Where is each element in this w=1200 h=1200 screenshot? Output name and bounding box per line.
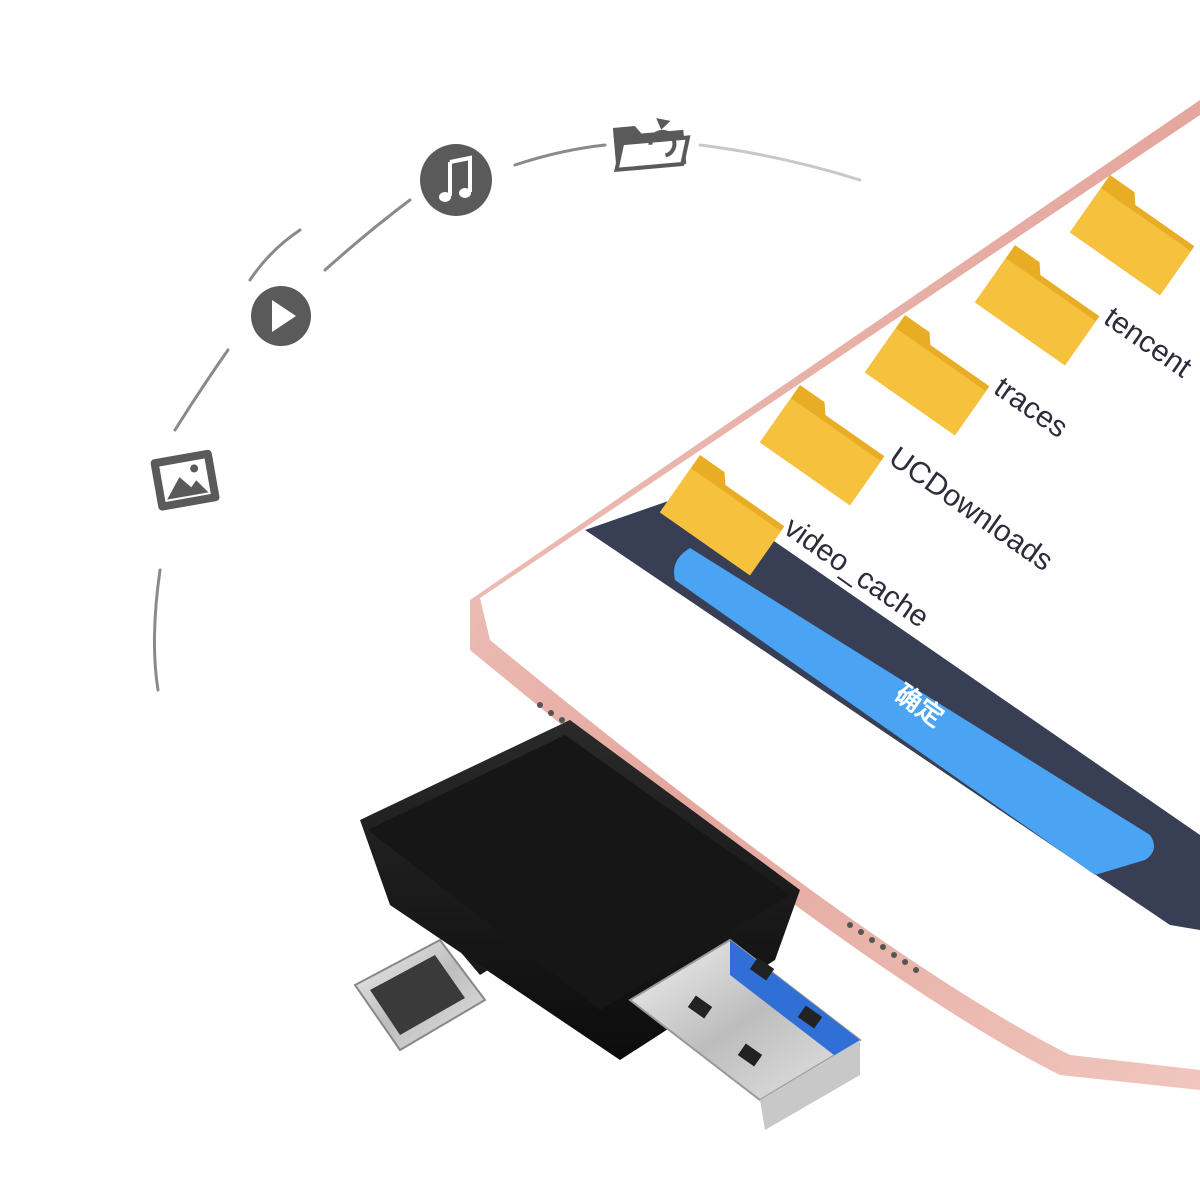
icon-arc xyxy=(152,143,862,692)
folder-icon[interactable] xyxy=(1069,175,1200,296)
play-icon xyxy=(251,286,311,346)
folder-icon[interactable] xyxy=(864,315,995,436)
image-icon xyxy=(150,449,220,511)
folder-sync-icon xyxy=(612,118,691,173)
phone xyxy=(470,100,1200,1090)
usb-otg-adapter xyxy=(353,720,862,1130)
usb-a-plug xyxy=(628,938,862,1130)
folder-icon[interactable] xyxy=(759,385,890,506)
folder-list xyxy=(659,175,1200,576)
music-icon xyxy=(420,144,492,216)
folder-icon[interactable] xyxy=(974,245,1105,366)
folder-icon[interactable] xyxy=(659,455,790,576)
